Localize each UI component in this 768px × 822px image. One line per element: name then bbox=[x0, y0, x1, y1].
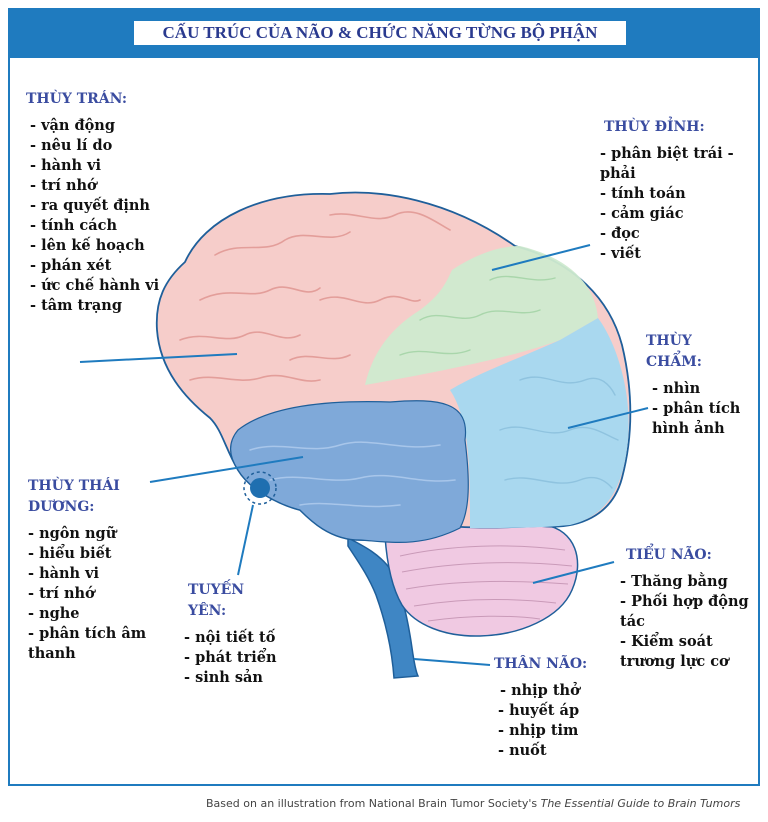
occipital-region bbox=[450, 318, 629, 528]
temporal-item: - nghe bbox=[28, 605, 80, 622]
leader-pituitary bbox=[237, 504, 254, 576]
frontal-lobe-section: THÙY TRÁN: - vận động - nêu lí do - hành… bbox=[26, 89, 166, 316]
temporal-lobe-section: THÙY THÁI DƯƠNG: - ngôn ngữ - hiểu biết … bbox=[28, 476, 174, 664]
temporal-item: - ngôn ngữ bbox=[28, 525, 117, 542]
parietal-item: - viết bbox=[600, 245, 641, 262]
frontal-item: - lên kế hoạch bbox=[30, 237, 145, 254]
source-credit: Based on an illustration from National B… bbox=[206, 797, 740, 810]
brainstem-section: THÂN NÃO: - nhịp thở - huyết áp - nhịp t… bbox=[494, 654, 624, 761]
parietal-item: - phân biệt trái - phải bbox=[600, 145, 734, 182]
leader-brainstem bbox=[413, 658, 491, 666]
pituitary-item: - sinh sản bbox=[184, 669, 263, 686]
occipital-lobe-heading: THÙY CHẨM: bbox=[646, 333, 702, 370]
occipital-lobe-section: THÙY CHẨM: - nhìn - phân tích hình ảnh bbox=[646, 331, 758, 439]
leader-frontal bbox=[79, 353, 238, 363]
gyri-lines-back bbox=[499, 376, 619, 489]
brainstem-heading: THÂN NÃO: bbox=[494, 656, 588, 672]
parietal-item: - cảm giác bbox=[600, 205, 684, 222]
frontal-item: - nêu lí do bbox=[30, 137, 113, 154]
frame-border bbox=[8, 8, 760, 786]
parietal-item: - đọc bbox=[600, 225, 640, 242]
occipital-item: - nhìn bbox=[652, 380, 701, 397]
parietal-item: - tính toán bbox=[600, 185, 686, 202]
frontal-item: - tâm trạng bbox=[30, 297, 122, 314]
brainstem-item: - nuốt bbox=[498, 742, 547, 759]
gyri-lines-parietal bbox=[399, 275, 556, 356]
cerebellum-item: - Phối hợp động tác bbox=[620, 593, 749, 630]
frontal-item: - ra quyết định bbox=[30, 197, 150, 214]
occipital-item: - phân tích hình ảnh bbox=[652, 400, 741, 437]
gyri-lines-temporal bbox=[249, 441, 456, 508]
leader-parietal bbox=[491, 244, 591, 271]
leader-lines bbox=[79, 244, 649, 666]
pituitary-section: TUYẾN YÊN: - nội tiết tố - phát triển - … bbox=[184, 580, 304, 688]
pituitary-heading: TUYẾN YÊN: bbox=[188, 582, 245, 619]
temporal-item: - phân tích âm thanh bbox=[28, 625, 147, 662]
cerebellum-item: - Thăng bằng bbox=[620, 573, 728, 590]
cerebellum-item: - Kiểm soát trương lực cơ bbox=[620, 633, 729, 670]
brainstem-item: - nhịp tim bbox=[498, 722, 579, 739]
brainstem-item: - huyết áp bbox=[498, 702, 580, 719]
frontal-item: - trí nhớ bbox=[30, 177, 97, 194]
parietal-region bbox=[365, 246, 598, 385]
gyri-lines bbox=[179, 211, 451, 382]
credit-book-title: The Essential Guide to Brain Tumors bbox=[540, 797, 741, 810]
frontal-item: - tính cách bbox=[30, 217, 117, 234]
leader-occipital bbox=[567, 407, 649, 429]
temporal-item: - hiểu biết bbox=[28, 545, 112, 562]
temporal-lobe-heading: THÙY THÁI DƯƠNG: bbox=[28, 478, 120, 515]
cerebellum-heading: TIỂU NÃO: bbox=[626, 547, 712, 563]
pituitary-gland bbox=[243, 471, 277, 505]
temporal-item: - hành vi bbox=[28, 565, 100, 582]
pituitary-item: - phát triển bbox=[184, 649, 277, 666]
cerebellum-folds bbox=[399, 545, 573, 622]
pituitary-item: - nội tiết tố bbox=[184, 629, 276, 646]
temporal-item: - trí nhớ bbox=[28, 585, 95, 602]
parietal-lobe-heading: THÙY ĐỈNH: bbox=[604, 119, 705, 135]
cerebellum-section: TIỂU NÃO: - Thăng bằng - Phối hợp động t… bbox=[620, 545, 758, 672]
credit-text: Based on an illustration from National B… bbox=[206, 797, 541, 810]
frontal-lobe-heading: THÙY TRÁN: bbox=[26, 91, 128, 107]
parietal-lobe-section: THÙY ĐỈNH: - phân biệt trái - phải - tín… bbox=[600, 117, 750, 264]
diagram-title: CẤU TRÚC CỦA NÃO & CHỨC NĂNG TỪNG BỘ PHẬ… bbox=[133, 20, 627, 46]
leader-cerebellum bbox=[532, 561, 615, 584]
frontal-item: - phán xét bbox=[30, 257, 112, 274]
temporal-region bbox=[229, 400, 469, 543]
frontal-item: - vận động bbox=[30, 117, 115, 134]
frontal-item: - ức chế hành vi bbox=[30, 277, 160, 294]
leader-temporal bbox=[149, 456, 304, 483]
frontal-item: - hành vi bbox=[30, 157, 102, 174]
brainstem-item: - nhịp thở bbox=[500, 682, 580, 699]
